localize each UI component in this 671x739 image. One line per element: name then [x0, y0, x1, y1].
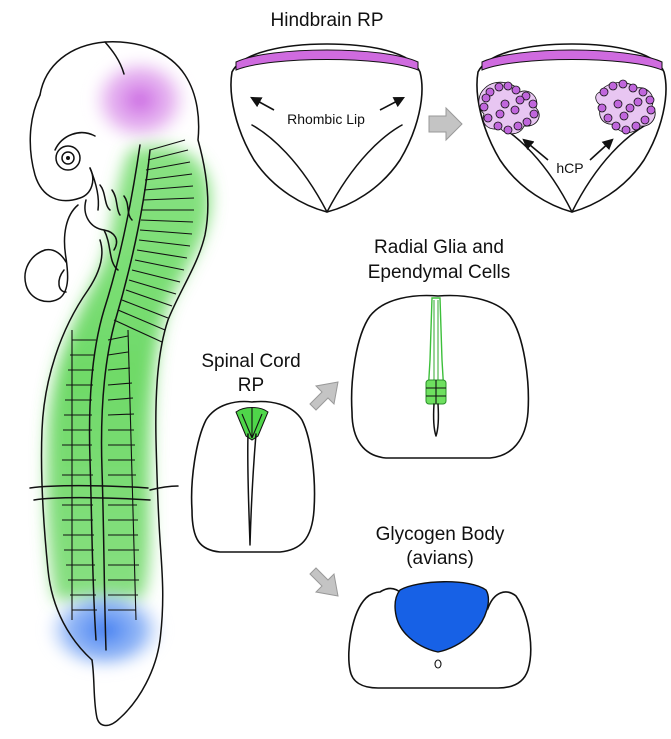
- gray-arrow-to-glycogen: [309, 567, 339, 597]
- spinal-cord-rp-section: [190, 400, 316, 553]
- choroid-plexus-left: [478, 81, 540, 135]
- gray-arrow-hindbrain: [428, 106, 463, 142]
- hindbrain-purple-region: [88, 54, 192, 146]
- choroid-plexus-right: [595, 79, 656, 135]
- gray-arrow-to-radial-glia: [309, 381, 339, 411]
- glycogen-body-title-line1: Glycogen Body: [375, 524, 505, 545]
- spinal-green-region: [46, 146, 211, 601]
- hindbrain-hcp-section: [476, 43, 667, 213]
- glycogen-body-section: [347, 581, 532, 689]
- hindbrain-rp-title: Hindbrain RP: [270, 10, 384, 31]
- hindbrain-rp-section: [230, 43, 423, 213]
- embryo-drawing: [24, 41, 211, 727]
- spinal-cord-title-line2: RP: [237, 375, 265, 396]
- glycogen-body-blue: [394, 581, 490, 653]
- rhombic-lip-label: Rhombic Lip: [276, 111, 376, 128]
- radial-glia-title-line1: Radial Glia and: [374, 237, 504, 258]
- spinal-cord-title-line1: Spinal Cord: [201, 351, 301, 372]
- somite-lines: [113, 139, 195, 343]
- hcp-label: hCP: [556, 160, 584, 176]
- lower-somites: [62, 329, 139, 621]
- glycogen-body-title-line2: (avians): [406, 548, 474, 569]
- radial-glia-section: [350, 294, 530, 459]
- radial-glia-title-line2: Ependymal Cells: [367, 262, 511, 283]
